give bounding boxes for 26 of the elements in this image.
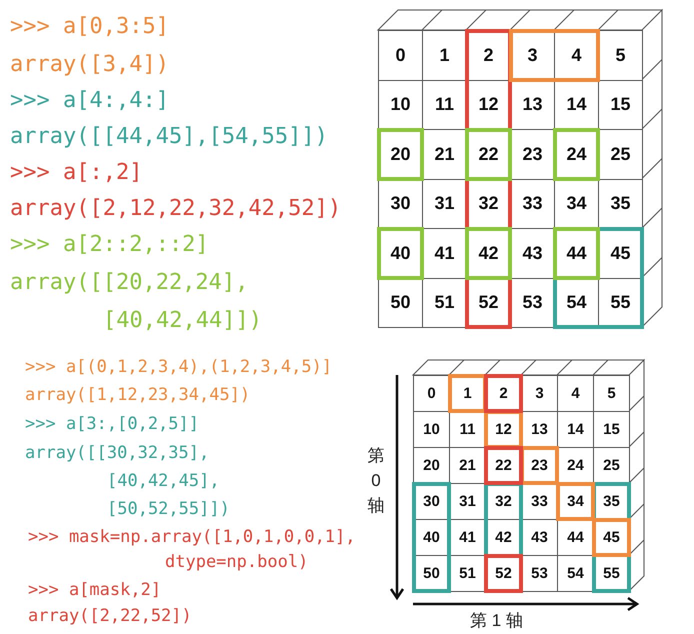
code-line: [40,42,45], bbox=[107, 472, 220, 490]
code-line: dtype=np.bool) bbox=[165, 552, 308, 572]
table-cell: 5 bbox=[593, 375, 630, 412]
code-line: array([[20,22,24], bbox=[10, 270, 248, 295]
table-cell: 5 bbox=[598, 30, 643, 80]
code-line: >>> a[mask,2] bbox=[28, 580, 162, 600]
code-line: array([[44,45],[54,55]]) bbox=[10, 124, 328, 149]
code-line: array([3,4]) bbox=[10, 52, 169, 77]
code-line: array([1,12,23,34,45]) bbox=[25, 386, 250, 404]
code-line: array([2,12,22,32,42,52]) bbox=[10, 196, 342, 221]
table-cell: 0 bbox=[413, 375, 450, 412]
code-line: >>> a[(0,1,2,3,4),(1,2,3,4,5)] bbox=[25, 358, 332, 376]
code-line: >>> a[:,2] bbox=[10, 160, 142, 185]
code-line: >>> mask=np.array([1,0,1,0,0,1], bbox=[28, 528, 356, 546]
code-line: [40,42,44]]) bbox=[103, 308, 262, 333]
code-line: >>> a[4:,4:] bbox=[10, 88, 169, 113]
code-line: >>> a[2::2,::2] bbox=[10, 232, 209, 257]
table-cell: 0 bbox=[378, 30, 423, 80]
axis-label: 第0轴 bbox=[367, 445, 385, 517]
axis-label: 第 1 轴 bbox=[470, 610, 523, 632]
code-line: array([2,22,52]) bbox=[28, 606, 192, 626]
code-line: array([[30,32,35], bbox=[25, 444, 210, 462]
code-line: >>> a[0,3:5] bbox=[10, 14, 169, 39]
code-line: >>> a[3:,[0,2,5]] bbox=[25, 414, 199, 434]
table-cell: 50 bbox=[378, 278, 423, 328]
code-line: [50,52,55]]) bbox=[107, 500, 230, 518]
